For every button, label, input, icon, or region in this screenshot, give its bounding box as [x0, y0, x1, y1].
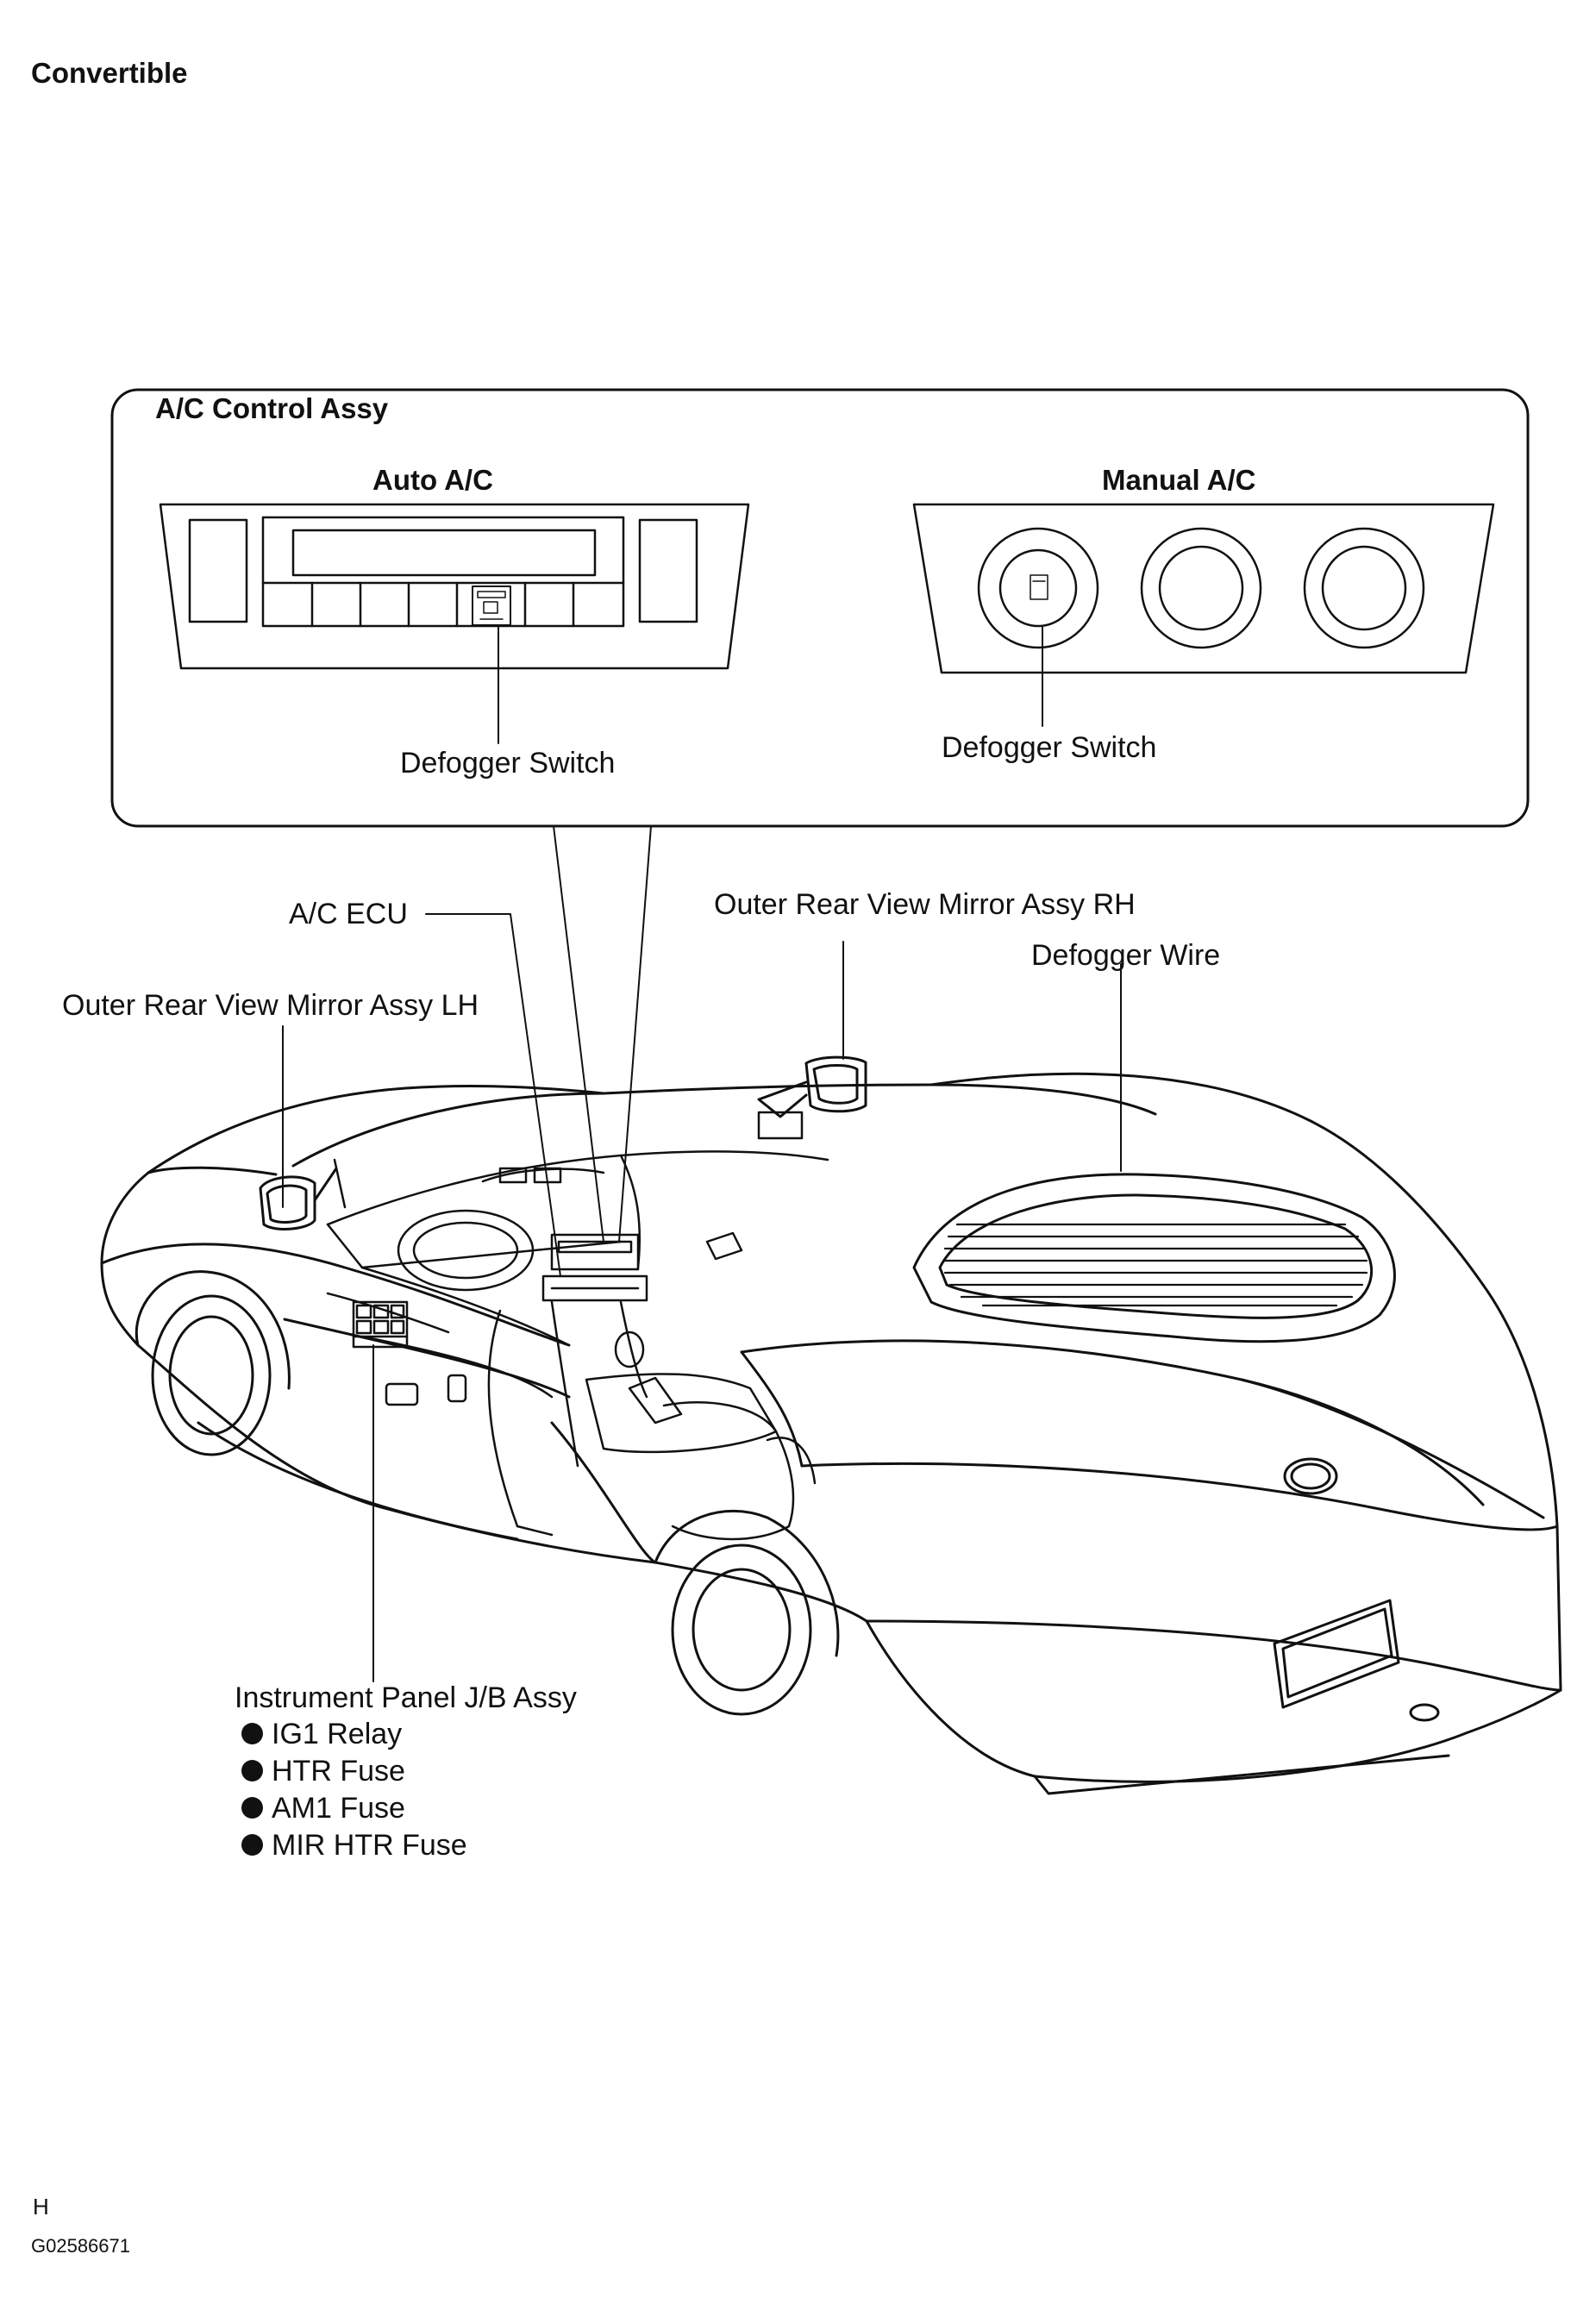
jb-item-htr-fuse: HTR Fuse	[241, 1755, 467, 1792]
auto-defogger-switch-label: Defogger Switch	[400, 747, 616, 780]
bullet-icon	[241, 1796, 263, 1819]
jb-assy-label: Instrument Panel J/B Assy	[235, 1681, 577, 1714]
footer-figure-code: G02586671	[31, 2235, 130, 2257]
jb-item-label: AM1 Fuse	[272, 1792, 405, 1825]
mirror-lh-label: Outer Rear View Mirror Assy LH	[62, 989, 479, 1022]
jb-item-mir-htr-fuse: MIR HTR Fuse	[241, 1829, 467, 1866]
ac-ecu-label: A/C ECU	[289, 898, 408, 930]
mirror-rh	[757, 1055, 867, 1118]
jb-item-label: MIR HTR Fuse	[272, 1829, 467, 1862]
auto-ac-panel	[159, 503, 750, 744]
mirror-lh	[259, 1167, 338, 1230]
jb-item-am1-fuse: AM1 Fuse	[241, 1792, 467, 1829]
jb-item-label: HTR Fuse	[272, 1755, 405, 1788]
jb-component-list: IG1 Relay HTR Fuse AM1 Fuse MIR HTR Fuse	[241, 1718, 467, 1866]
car-outline	[100, 1072, 1562, 1795]
page-title: Convertible	[31, 57, 188, 89]
instrument-panel-jb	[352, 1300, 409, 1349]
footer-section-letter: H	[33, 2194, 49, 2220]
bullet-icon	[241, 1722, 263, 1744]
ac-control-box-frame	[110, 388, 1530, 828]
bullet-icon	[241, 1833, 263, 1856]
jb-item-label: IG1 Relay	[272, 1718, 403, 1750]
bullet-icon	[241, 1759, 263, 1781]
manual-defogger-switch	[1030, 574, 1048, 600]
dashboard	[326, 1111, 829, 1541]
manual-defogger-switch-label: Defogger Switch	[942, 731, 1157, 764]
manual-ac-panel	[912, 503, 1495, 727]
ac-control-assy-title: A/C Control Assy	[155, 392, 389, 424]
manual-ac-label: Manual A/C	[1102, 464, 1256, 496]
ac-ecu-unit	[550, 1233, 640, 1271]
defogger-wire-grid	[942, 1223, 1368, 1307]
auto-ac-label: Auto A/C	[372, 464, 493, 496]
defogger-wire-label: Defogger Wire	[1031, 939, 1221, 972]
jb-item-ig1-relay: IG1 Relay	[241, 1718, 467, 1755]
mirror-rh-label: Outer Rear View Mirror Assy RH	[714, 888, 1136, 921]
auto-defogger-switch	[472, 585, 511, 626]
